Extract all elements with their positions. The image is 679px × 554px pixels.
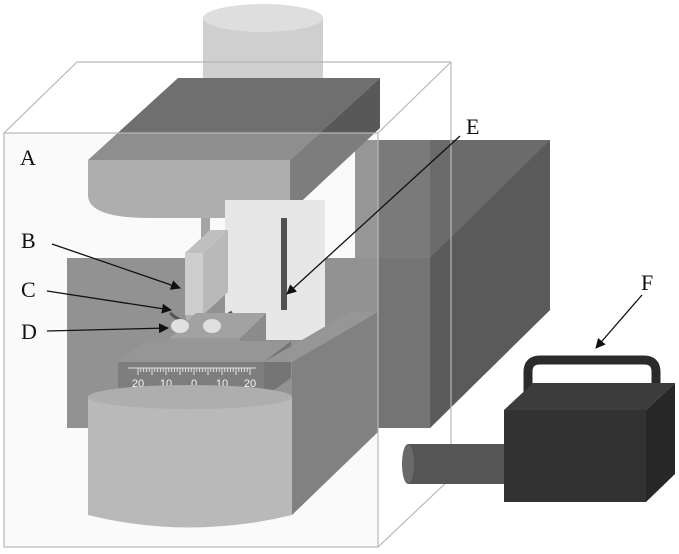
lower-base <box>88 312 378 528</box>
marker-bar <box>281 218 287 310</box>
connector-pipe <box>402 444 504 484</box>
label-a: A <box>20 145 36 170</box>
label-c: C <box>21 277 36 302</box>
scale-tick-label: 0 <box>191 378 197 390</box>
label-e: E <box>466 114 479 139</box>
scale-tick-label: 20 <box>244 378 256 390</box>
label-d: D <box>21 319 37 344</box>
label-f: F <box>641 270 653 295</box>
callout-lines <box>46 135 643 349</box>
label-b: B <box>21 228 36 253</box>
transparent-enclosure <box>3 61 452 548</box>
controller-box <box>504 355 675 502</box>
